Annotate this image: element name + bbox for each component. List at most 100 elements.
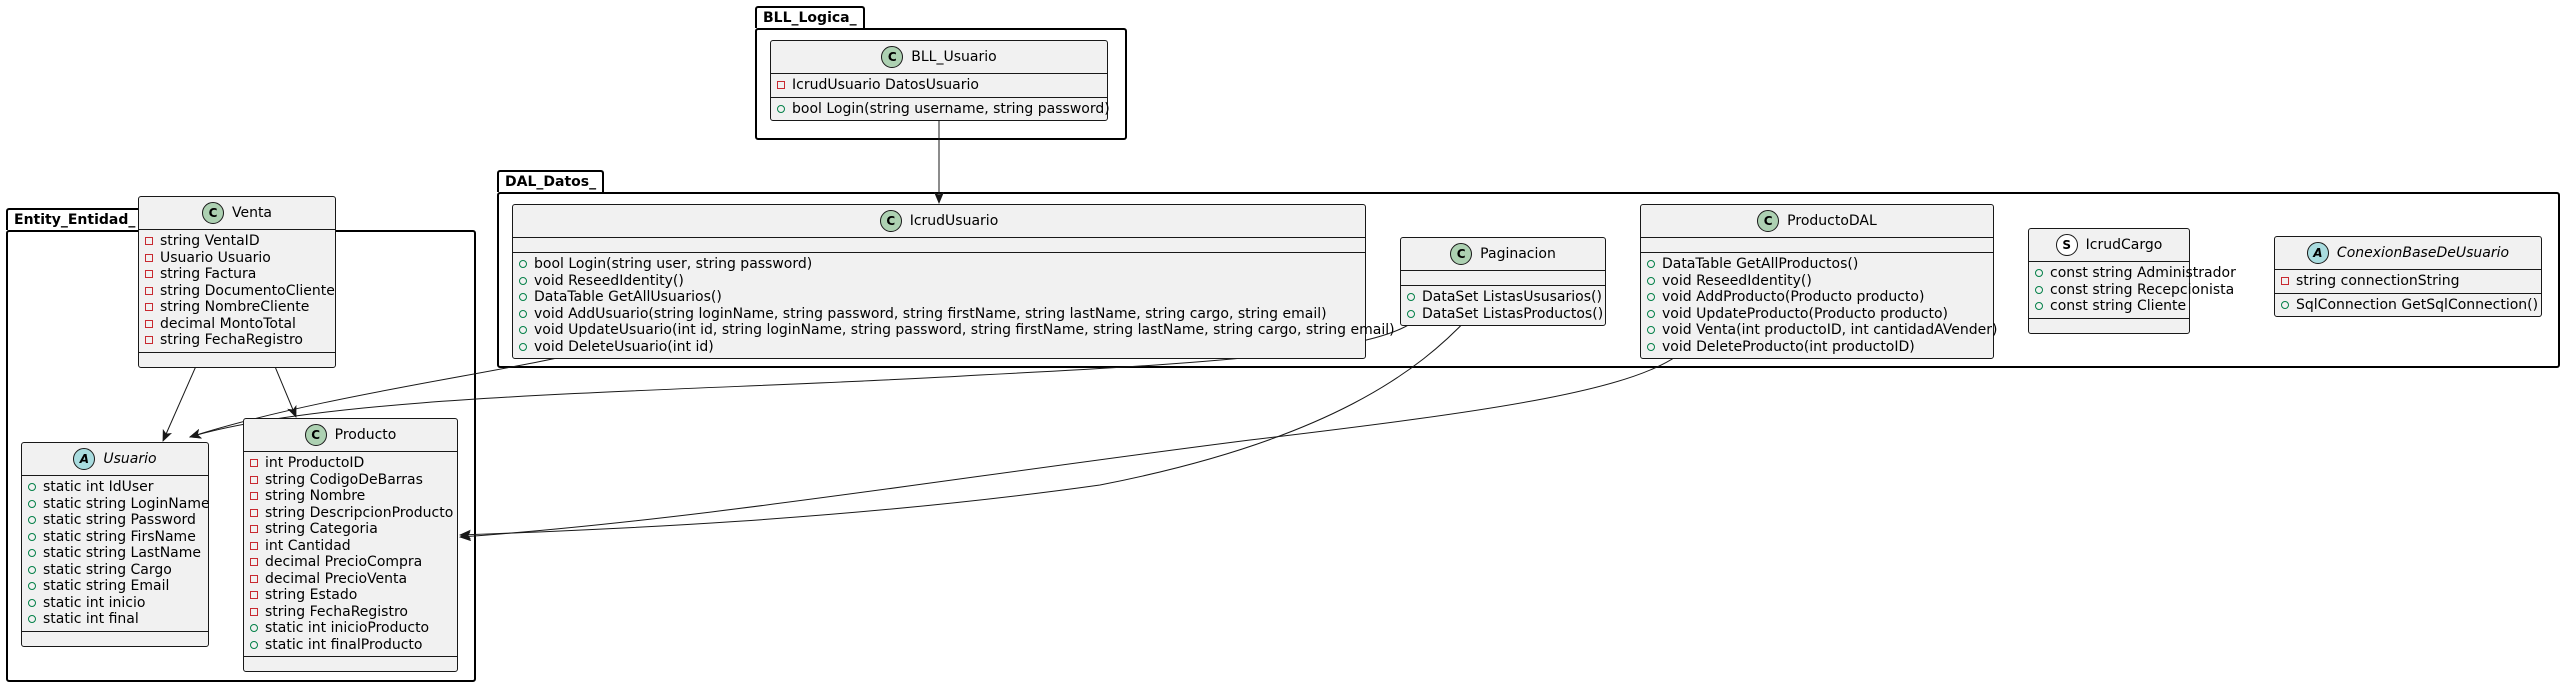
package-bll [755, 28, 1127, 140]
class-icrudusuario[interactable]: C IcrudUsuario bool Login(string user, s… [512, 204, 1395, 359]
class-header: C BLL_Usuario [771, 41, 1107, 74]
public-visibility-icon [1647, 260, 1655, 269]
methods-section: DataSet ListasUsusarios() DataSet Listas… [1401, 286, 1605, 325]
field-text: static string Password [43, 512, 196, 528]
public-visibility-icon [28, 615, 36, 624]
class-name: Usuario [103, 451, 157, 467]
private-visibility-icon [250, 591, 258, 600]
abstract-class-usuario[interactable]: A Usuario static int IdUser static strin… [21, 442, 210, 647]
field-row: static string Cargo [28, 562, 202, 579]
fields-section: int ProductoID string CodigoDeBarras str… [244, 452, 457, 657]
private-visibility-icon [250, 607, 258, 616]
private-visibility-icon [145, 319, 153, 328]
public-visibility-icon [519, 309, 527, 318]
public-visibility-icon [250, 640, 258, 649]
field-row: const string Cliente [2035, 298, 2186, 315]
public-visibility-icon [519, 276, 527, 285]
class-stereotype-icon: C [304, 424, 327, 446]
field-row: string Estado [250, 587, 451, 604]
field-text: string CodigoDeBarras [265, 471, 423, 488]
private-visibility-icon [250, 541, 258, 550]
field-text: string FechaRegistro [160, 332, 303, 348]
public-visibility-icon [28, 516, 36, 525]
class-header: A Usuario [22, 443, 208, 476]
class-productodal[interactable]: C ProductoDAL DataTable GetAllProductos(… [1640, 204, 1997, 359]
field-text: static int final [43, 611, 139, 627]
field-row: static int final [28, 611, 202, 628]
class-bll-usuario[interactable]: C BLL_Usuario IcrudUsuario DatosUsuario … [770, 40, 1110, 121]
field-row: static string FirsName [28, 529, 202, 546]
class-header: C ProductoDAL [1641, 205, 1993, 238]
field-row: IcrudUsuario DatosUsuario [777, 77, 1101, 94]
method-text: void Venta(int productoID, int cantidadA… [1662, 322, 1998, 338]
fields-section: string connectionString [2275, 270, 2541, 294]
method-text: void UpdateProducto(Producto producto) [1662, 305, 1949, 322]
methods-section: SqlConnection GetSqlConnection() [2275, 294, 2541, 317]
field-row: static string LoginName [28, 496, 210, 513]
method-row: void DeleteUsuario(int id) [519, 339, 1359, 356]
methods-section [139, 353, 335, 367]
field-row: static int finalProducto [250, 637, 451, 654]
field-row: const string Recepcionista [2035, 282, 2234, 299]
class-producto[interactable]: C Producto int ProductoID string CodigoD… [243, 418, 458, 672]
class-name: Venta [231, 205, 273, 221]
public-visibility-icon [250, 624, 258, 633]
private-visibility-icon [777, 81, 785, 90]
private-visibility-icon [145, 270, 153, 279]
field-text: decimal MontoTotal [160, 315, 296, 332]
method-row: void ReseedIdentity() [519, 273, 1359, 290]
field-text: string DescripcionProducto [265, 504, 454, 521]
field-text: decimal PrecioVenta [265, 570, 408, 587]
class-header: C Producto [244, 419, 457, 452]
method-text: DataTable GetAllUsuarios() [534, 289, 722, 305]
public-visibility-icon [28, 549, 36, 558]
struct-icrudcargo[interactable]: S IcrudCargo const string Administrador … [2028, 228, 2236, 334]
methods-section: DataTable GetAllProductos() void ReseedI… [1641, 253, 1997, 358]
private-visibility-icon [250, 459, 258, 468]
field-text: string VentaID [160, 233, 260, 249]
private-visibility-icon [250, 475, 258, 484]
field-text: IcrudUsuario DatosUsuario [792, 77, 979, 93]
class-stereotype-icon: C [1757, 210, 1780, 232]
public-visibility-icon [777, 104, 785, 113]
field-row: string Nombre [250, 488, 451, 505]
field-row: string FechaRegistro [250, 604, 451, 621]
class-stereotype-icon: C [201, 202, 224, 224]
method-row: DataTable GetAllProductos() [1647, 256, 1987, 273]
abstract-class-conexionbasedeusuario[interactable]: A ConexionBaseDeUsuario string connectio… [2274, 236, 2542, 317]
field-text: string Nombre [265, 488, 366, 504]
methods-section [22, 632, 208, 646]
field-text: static string FirsName [43, 528, 196, 545]
method-row: void Venta(int productoID, int cantidadA… [1647, 322, 1997, 339]
method-text: void ReseedIdentity() [534, 272, 684, 289]
public-visibility-icon [2281, 300, 2289, 309]
methods-section: bool Login(string username, string passw… [771, 98, 1110, 121]
field-row: static int inicioProducto [250, 620, 451, 637]
public-visibility-icon [1647, 309, 1655, 318]
class-paginacion[interactable]: C Paginacion DataSet ListasUsusarios() D… [1400, 237, 1606, 326]
field-text: static int inicio [43, 594, 146, 611]
method-text: void AddUsuario(string loginName, string… [534, 305, 1327, 322]
public-visibility-icon [2035, 285, 2043, 294]
method-text: DataTable GetAllProductos() [1662, 256, 1859, 272]
method-row: bool Login(string username, string passw… [777, 101, 1110, 118]
method-text: void DeleteUsuario(int id) [534, 338, 714, 355]
public-visibility-icon [28, 582, 36, 591]
fields-section: string VentaID Usuario Usuario string Fa… [139, 230, 335, 353]
fields-section [1401, 271, 1605, 286]
private-visibility-icon [250, 558, 258, 567]
field-row: static string Password [28, 512, 202, 529]
field-row: decimal PrecioVenta [250, 571, 451, 588]
public-visibility-icon [2035, 269, 2043, 278]
field-text: string Estado [265, 587, 358, 603]
method-text: void ReseedIdentity() [1662, 272, 1812, 289]
field-row: const string Administrador [2035, 265, 2236, 282]
field-text: const string Recepcionista [2050, 281, 2235, 298]
field-text: const string Administrador [2050, 265, 2236, 281]
field-text: string NombreCliente [160, 299, 310, 315]
package-name-bll: BLL_Logica_ [763, 10, 857, 26]
class-venta[interactable]: C Venta string VentaID Usuario Usuario s… [138, 196, 336, 368]
class-stereotype-icon: C [879, 210, 902, 232]
field-row: string NombreCliente [145, 299, 329, 316]
field-text: int Cantidad [265, 537, 351, 554]
